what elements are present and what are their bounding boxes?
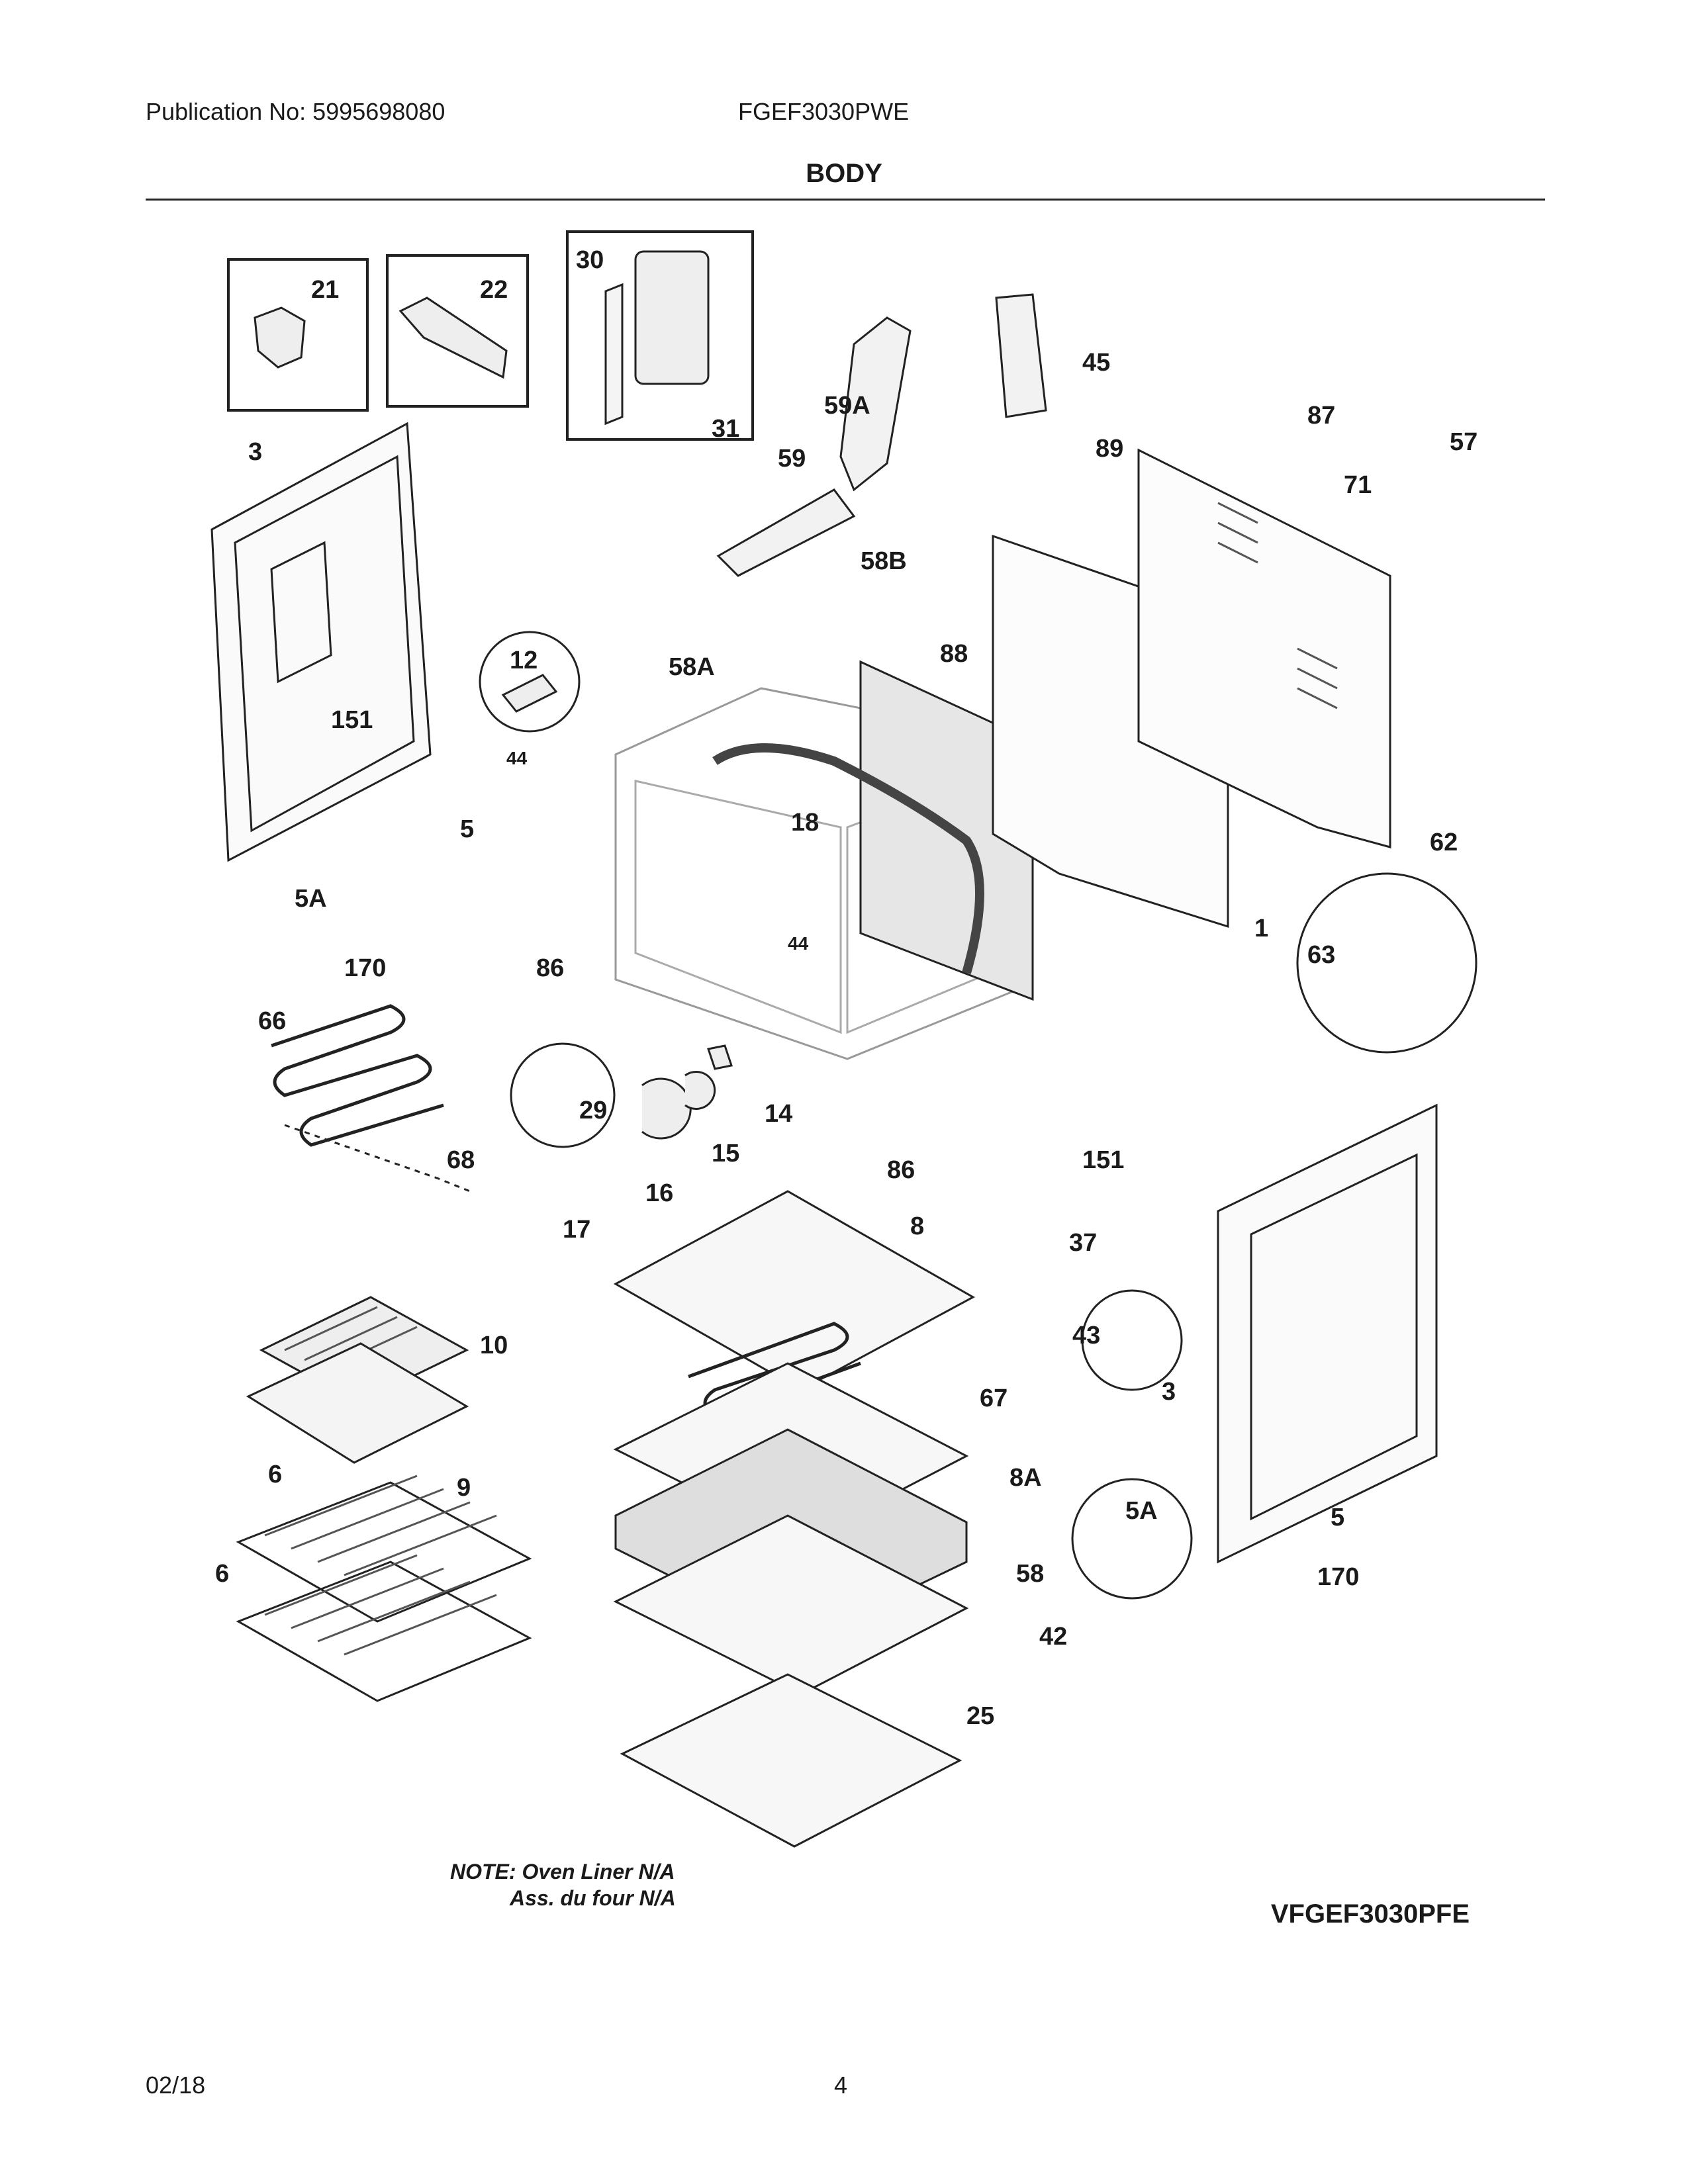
oven-rack-upper [236, 1475, 532, 1623]
label-170-left: 170 [344, 954, 386, 982]
callout-circle-5a [1071, 1478, 1193, 1600]
footer-date: 02/18 [146, 2071, 206, 2099]
callout-circle-62-63 [1296, 872, 1477, 1054]
label-43: 43 [1072, 1322, 1100, 1349]
figure-code: VFGEF3030PFE [1270, 1899, 1470, 1929]
label-67: 67 [980, 1385, 1008, 1412]
label-86-lower: 86 [887, 1156, 915, 1184]
label-57: 57 [1450, 428, 1477, 456]
label-42: 42 [1039, 1623, 1067, 1651]
light-lens-16 [641, 1077, 692, 1140]
insulation-blanket [712, 660, 1034, 1001]
label-30: 30 [576, 246, 604, 274]
header-divider [146, 199, 1545, 201]
label-86-upper: 86 [536, 954, 564, 982]
oven-rack-lower [236, 1554, 532, 1702]
label-25: 25 [966, 1702, 994, 1730]
label-89: 89 [1096, 435, 1123, 463]
vent-duct-59 [716, 488, 856, 577]
label-59: 59 [778, 445, 806, 473]
label-5a-left: 5A [295, 885, 327, 913]
broil-element-66 [271, 1004, 471, 1193]
note-line-2: Ass. du four N/A [510, 1886, 676, 1910]
label-18: 18 [791, 809, 819, 837]
page-title: BODY [806, 159, 882, 188]
part-labels: 21 22 30 31 45 59A 59 87 57 89 71 3 58B … [215, 246, 1477, 1730]
vent-duct-59a [839, 316, 912, 492]
publication-number: Publication No: 5995698080 [146, 98, 445, 125]
callout-circle-43 [1081, 1289, 1183, 1391]
callout-circle-29 [510, 1042, 616, 1148]
label-16: 16 [645, 1179, 673, 1207]
label-5-right: 5 [1331, 1504, 1344, 1531]
label-22: 22 [480, 276, 508, 304]
model-number: FGEF3030PWE [738, 98, 910, 125]
inset-part-22 [386, 254, 529, 408]
rear-cover-panel-71 [1137, 448, 1391, 848]
label-8: 8 [910, 1212, 924, 1240]
label-10: 10 [480, 1332, 508, 1359]
label-6-lower: 6 [215, 1560, 229, 1588]
label-88: 88 [940, 640, 968, 668]
label-29: 29 [579, 1097, 607, 1124]
label-63: 63 [1307, 941, 1335, 969]
oven-bottom-8 [613, 1190, 976, 1391]
bottom-cover-42 [613, 1514, 969, 1696]
label-3-left: 3 [248, 438, 262, 466]
label-59a: 59A [824, 392, 870, 420]
label-12: 12 [510, 647, 538, 674]
label-5-left: 5 [460, 815, 474, 843]
label-14: 14 [765, 1100, 792, 1128]
label-58: 58 [1016, 1560, 1044, 1588]
label-87: 87 [1307, 402, 1335, 430]
label-66: 66 [258, 1007, 286, 1035]
label-15: 15 [712, 1140, 739, 1167]
light-bulb-15 [684, 1071, 716, 1110]
inset-parts-30-31 [566, 230, 754, 441]
label-3-right: 3 [1162, 1378, 1176, 1406]
oven-door-left [211, 422, 432, 862]
footer-page-number: 4 [834, 2071, 848, 2099]
label-6-upper: 6 [268, 1461, 282, 1488]
label-44-lower: 44 [788, 933, 809, 954]
label-31: 31 [712, 415, 739, 443]
label-5a-right: 5A [1125, 1497, 1158, 1525]
label-37: 37 [1069, 1229, 1097, 1257]
light-socket-14 [707, 1044, 733, 1070]
label-1: 1 [1254, 915, 1268, 942]
label-68: 68 [447, 1146, 475, 1174]
label-58b: 58B [861, 547, 907, 575]
label-62: 62 [1430, 829, 1458, 856]
label-151-right: 151 [1082, 1146, 1124, 1174]
broiler-pan-9 [246, 1342, 469, 1464]
label-17: 17 [563, 1216, 590, 1244]
note-line-1: NOTE: Oven Liner N/A [450, 1860, 675, 1884]
label-45: 45 [1082, 349, 1110, 377]
label-71: 71 [1344, 471, 1372, 499]
label-8a: 8A [1009, 1464, 1042, 1492]
bracket-45 [995, 293, 1047, 418]
label-21: 21 [311, 276, 339, 304]
side-panel-right [1217, 1103, 1438, 1564]
label-44-upper: 44 [506, 748, 528, 768]
callout-circle-12 [479, 631, 581, 733]
base-panel-25 [620, 1673, 962, 1848]
inset-part-21 [227, 258, 369, 412]
label-58a: 58A [669, 653, 715, 681]
thermostat-bulb-12 [501, 674, 558, 713]
label-9: 9 [457, 1474, 471, 1502]
label-151-left: 151 [331, 706, 373, 734]
label-170-right: 170 [1317, 1563, 1359, 1591]
